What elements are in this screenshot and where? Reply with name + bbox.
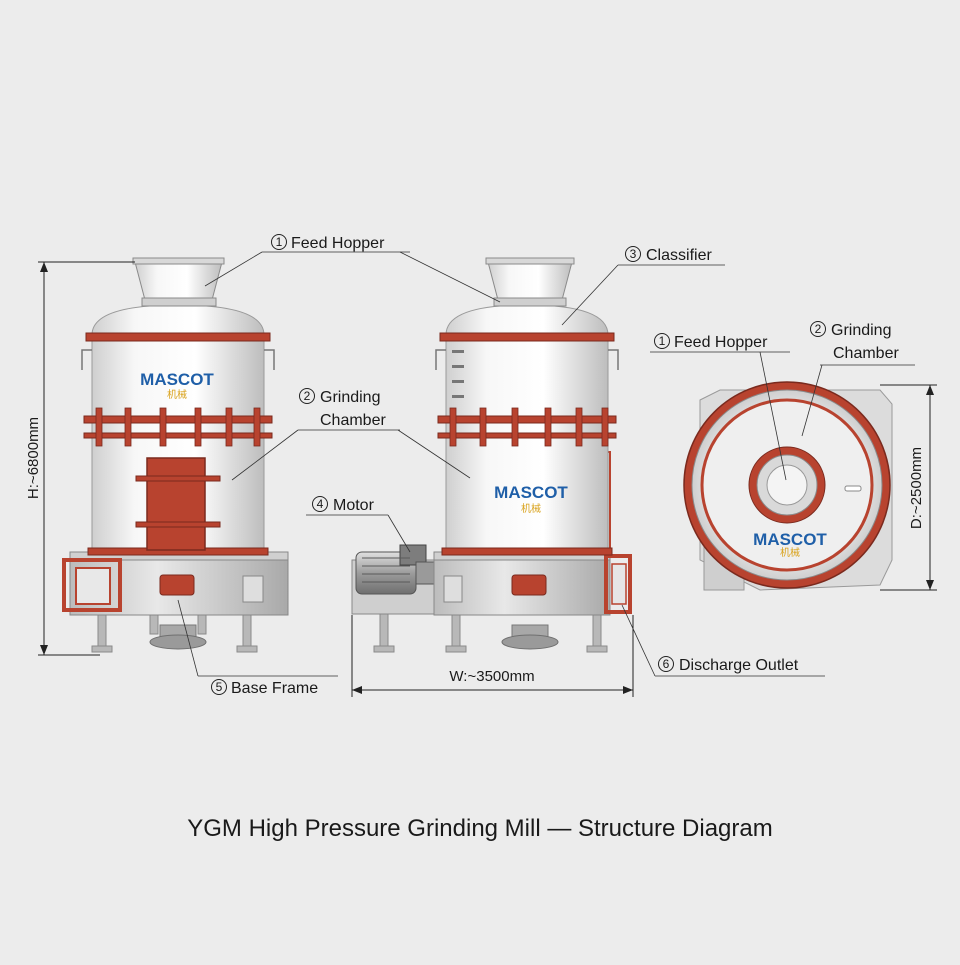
callout-feed-hopper-left: 1 Feed Hopper [204,234,501,303]
callout-motor: 4 Motor [306,496,411,553]
callout-discharge-outlet: 6 Discharge Outlet [621,604,825,677]
callout-text: Discharge Outlet [679,657,799,674]
brand-sub-middle: 机械 [521,502,541,515]
callout-feed-hopper-top: 1 Feed Hopper [650,333,790,481]
height-label: H:~6800mm [25,417,42,499]
callout-text: Motor [333,497,375,514]
mill-side-view: MASCOT 机械 [351,257,632,653]
callout-num: 1 [659,334,666,348]
callout-num: 4 [317,497,324,511]
callout-num: 6 [663,657,670,671]
diameter-label: D:~2500mm [908,447,925,529]
callout-text: Classifier [646,247,712,264]
callout-num: 1 [276,235,283,249]
callout-base-frame: 5 Base Frame [177,599,338,697]
width-label: W:~3500mm [449,668,534,685]
mill-front-view: MASCOT 机械 [62,257,289,653]
callout-text: Grinding [320,389,380,406]
diagram-title: YGM High Pressure Grinding Mill — Struct… [187,815,773,842]
dimension-diameter: D:~2500mm [880,384,937,591]
dimension-width: W:~3500mm [351,615,634,697]
callout-num: 5 [216,680,223,694]
dimension-height: H:~6800mm [25,261,135,656]
callout-text: Grinding [831,322,891,339]
callout-grinding-chamber-left: 2 Grinding Chamber [231,388,471,481]
callout-num: 2 [815,322,822,336]
brand-logo-left: MASCOT [140,370,214,389]
brand-sub-left: 机械 [167,388,187,401]
callout-text: Base Frame [231,680,318,697]
callout-text-2: Chamber [320,412,386,429]
brand-logo-middle: MASCOT [494,483,568,502]
mill-top-view: MASCOT 机械 [683,381,893,591]
brand-sub-right: 机械 [780,546,800,559]
callout-num: 2 [304,389,311,403]
callout-num: 3 [630,247,637,261]
callout-classifier: 3 Classifier [561,246,725,326]
callout-text: Feed Hopper [291,235,385,252]
callout-grinding-chamber-top: 2 Grinding Chamber [801,321,915,437]
brand-logo-right: MASCOT [753,530,827,549]
callout-text: Feed Hopper [674,334,768,351]
callout-text-2: Chamber [833,345,899,362]
